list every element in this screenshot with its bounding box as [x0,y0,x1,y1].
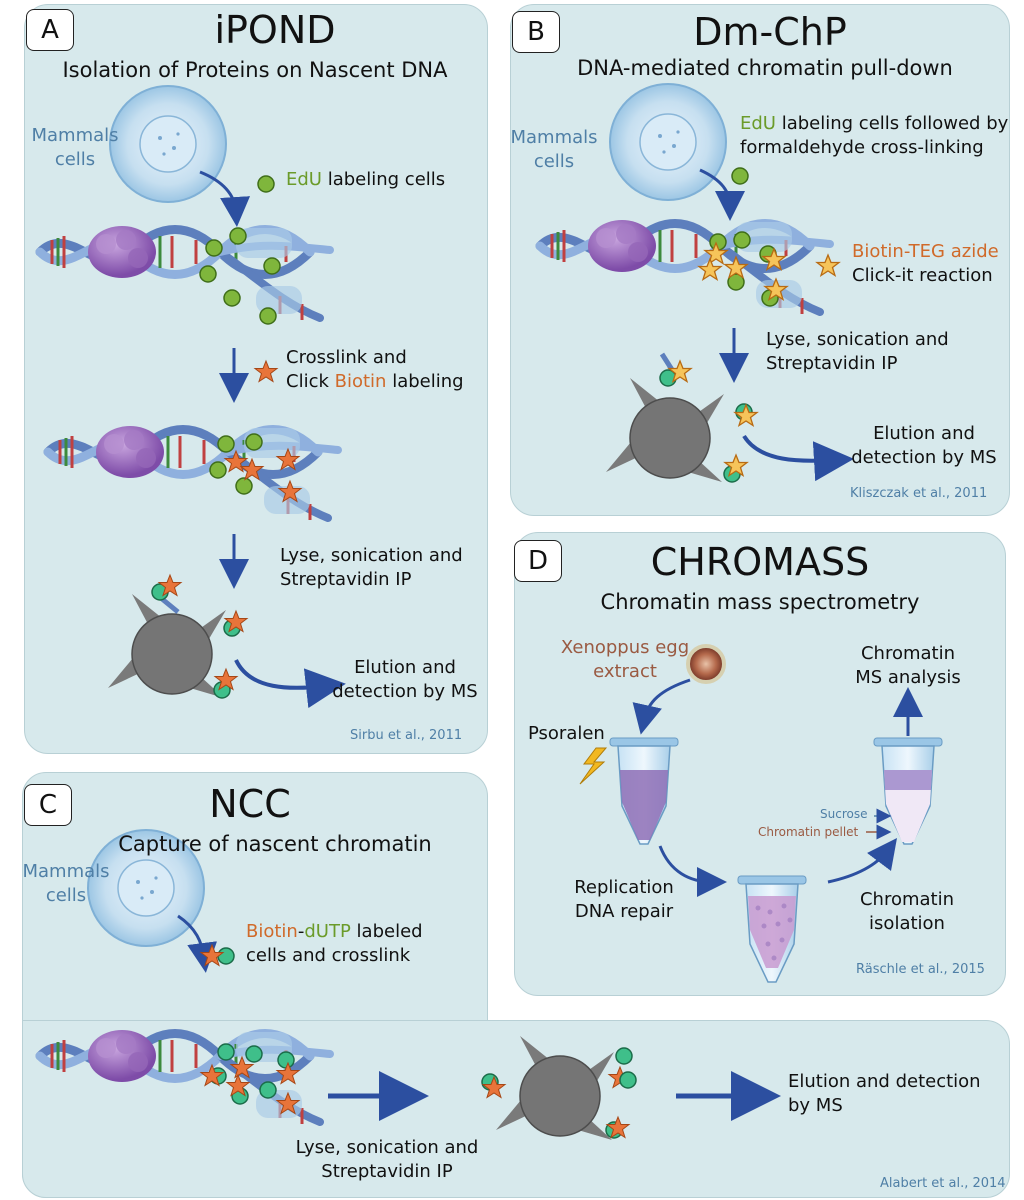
panel-a-title: iPOND [214,8,336,52]
panel-d-repl-line1: Replication [574,877,674,898]
panel-a-edu-label: EdU [286,169,322,190]
panel-a-step3-line2: Streptavidin IP [280,569,412,590]
panel-a-edu-rest: labeling cells [327,169,446,190]
panel-b-edu-line1: EdU labeling cells followed by [740,112,1008,136]
panel-c-cells-line1: Mammals [22,861,110,882]
panel-a-lyse-step: Lyse, sonication and Streptavidin IP [280,544,463,592]
panel-b-edu-line2: formaldehyde cross-linking [740,137,984,158]
panel-a-elution-step: Elution and detection by MS [330,656,480,704]
panel-c-dash: - [297,921,305,942]
panel-c-step3-line1: Lyse, sonication and [295,1137,479,1158]
panel-d-letter: D [514,540,562,582]
panel-c-letter: C [24,784,72,826]
panel-b-subtitle: DNA-mediated chromatin pull-down [577,56,953,80]
panel-c-step4-line2: by MS [788,1095,843,1116]
panel-a-edu-step: EdU labeling cells [286,168,445,192]
panel-b-edu-step: EdU labeling cells followed by formaldeh… [740,112,1008,160]
panel-d-subtitle: Chromatin mass spectrometry [600,590,920,614]
panel-d-repl-line2: DNA repair [574,901,674,922]
panel-d-egg-line2: extract [593,661,657,682]
panel-dmchp [510,4,1010,516]
panel-b-edu-label: EdU [740,113,776,134]
panel-d-title: CHROMASS [650,540,870,584]
panel-d-isolation: Chromatin isolation [852,888,962,936]
panel-a-cells-line1: Mammals [31,125,119,146]
panel-b-cells-label: Mammals cells [508,126,600,174]
panel-a-step2-post: labeling [392,371,464,392]
panel-c-lyse-step: Lyse, sonication and Streptavidin IP [290,1136,484,1184]
panel-b-elution-step: Elution and detection by MS [844,422,1004,470]
panel-a-step4-line1: Elution and [354,657,456,678]
panel-b-letter: B [512,11,560,53]
panel-a-step2-line2: Click Biotin labeling [286,370,464,394]
panel-b-title: Dm-ChP [693,10,847,54]
panel-c-title: NCC [209,782,291,826]
panel-b-step4-line2: detection by MS [851,447,997,468]
panel-a-step4-line2: detection by MS [332,681,478,702]
panel-b-citation: Kliszczak et al., 2011 [850,486,988,501]
panel-d-ms-line2: MS analysis [855,667,961,688]
panel-a-click-step: Crosslink and Click Biotin labeling [286,346,464,394]
panel-a-step2-pre: Click [286,371,329,392]
panel-a-step3-line1: Lyse, sonication and [280,545,463,566]
panel-a-step2-line1: Crosslink and [286,347,407,368]
panel-a-citation: Sirbu et al., 2011 [350,728,463,743]
panel-c-label-line1: Biotin-dUTP labeled [246,920,423,944]
panel-b-cells-line2: cells [533,151,575,172]
panel-d-ms-label: Chromatin MS analysis [850,642,966,690]
panel-a-cells-line2: cells [54,149,96,170]
panel-d-egg-label: Xenoppus egg extract [560,636,690,684]
panel-d-iso-line2: isolation [869,913,945,934]
panel-c-citation: Alabert et al., 2014 [880,1176,1006,1191]
panel-a-subtitle: Isolation of Proteins on Nascent DNA [62,58,448,82]
panel-c-biotin: Biotin [246,921,298,942]
panel-c-labeled: labeled [356,921,423,942]
panel-d-egg-line1: Xenoppus egg [560,637,690,658]
panel-b-cells-line1: Mammals [510,127,598,148]
panel-c-step3-line2: Streptavidin IP [321,1161,453,1182]
panel-c-label-line2: cells and crosslink [246,945,411,966]
panel-c-dutp: dUTP [304,921,351,942]
panel-d-replication: Replication DNA repair [566,876,682,924]
panel-d-iso-line1: Chromatin [859,889,955,910]
panel-b-step4-line1: Elution and [873,423,975,444]
panel-c-elution-step: Elution and detection by MS [788,1070,981,1118]
panel-b-click-step: Biotin-TEG azide Click-it reaction [852,240,999,288]
panel-ipond [24,4,488,754]
panel-b-biotin-teg: Biotin-TEG azide [852,241,999,262]
panel-a-cells-label: Mammals cells [30,124,120,172]
panel-c-step4-line1: Elution and detection [788,1071,981,1092]
panel-b-step3-line1: Lyse, sonication and [766,329,949,350]
panel-c-cells-label: Mammals cells [20,860,112,908]
panel-d-ms-line1: Chromatin [860,643,956,664]
panel-a-step2-biotin: Biotin [334,371,387,392]
panel-d-pellet: Chromatin pellet [758,825,859,839]
panel-b-lyse-step: Lyse, sonication and Streptavidin IP [766,328,949,376]
panel-a-letter: A [26,9,74,51]
panel-d-psoralen: Psoralen [528,723,605,744]
panel-c-subtitle: Capture of nascent chromatin [118,832,432,856]
panel-b-click-label: Click-it reaction [852,265,993,286]
panel-c-cells-line2: cells [45,885,87,906]
panel-c-label-step: Biotin-dUTP labeled cells and crosslink [246,920,423,968]
panel-b-step3-line2: Streptavidin IP [766,353,898,374]
panel-d-citation: Räschle et al., 2015 [856,962,985,977]
panel-d-sucrose: Sucrose [820,807,868,821]
panel-b-edu-rest: labeling cells followed by [781,113,1009,134]
